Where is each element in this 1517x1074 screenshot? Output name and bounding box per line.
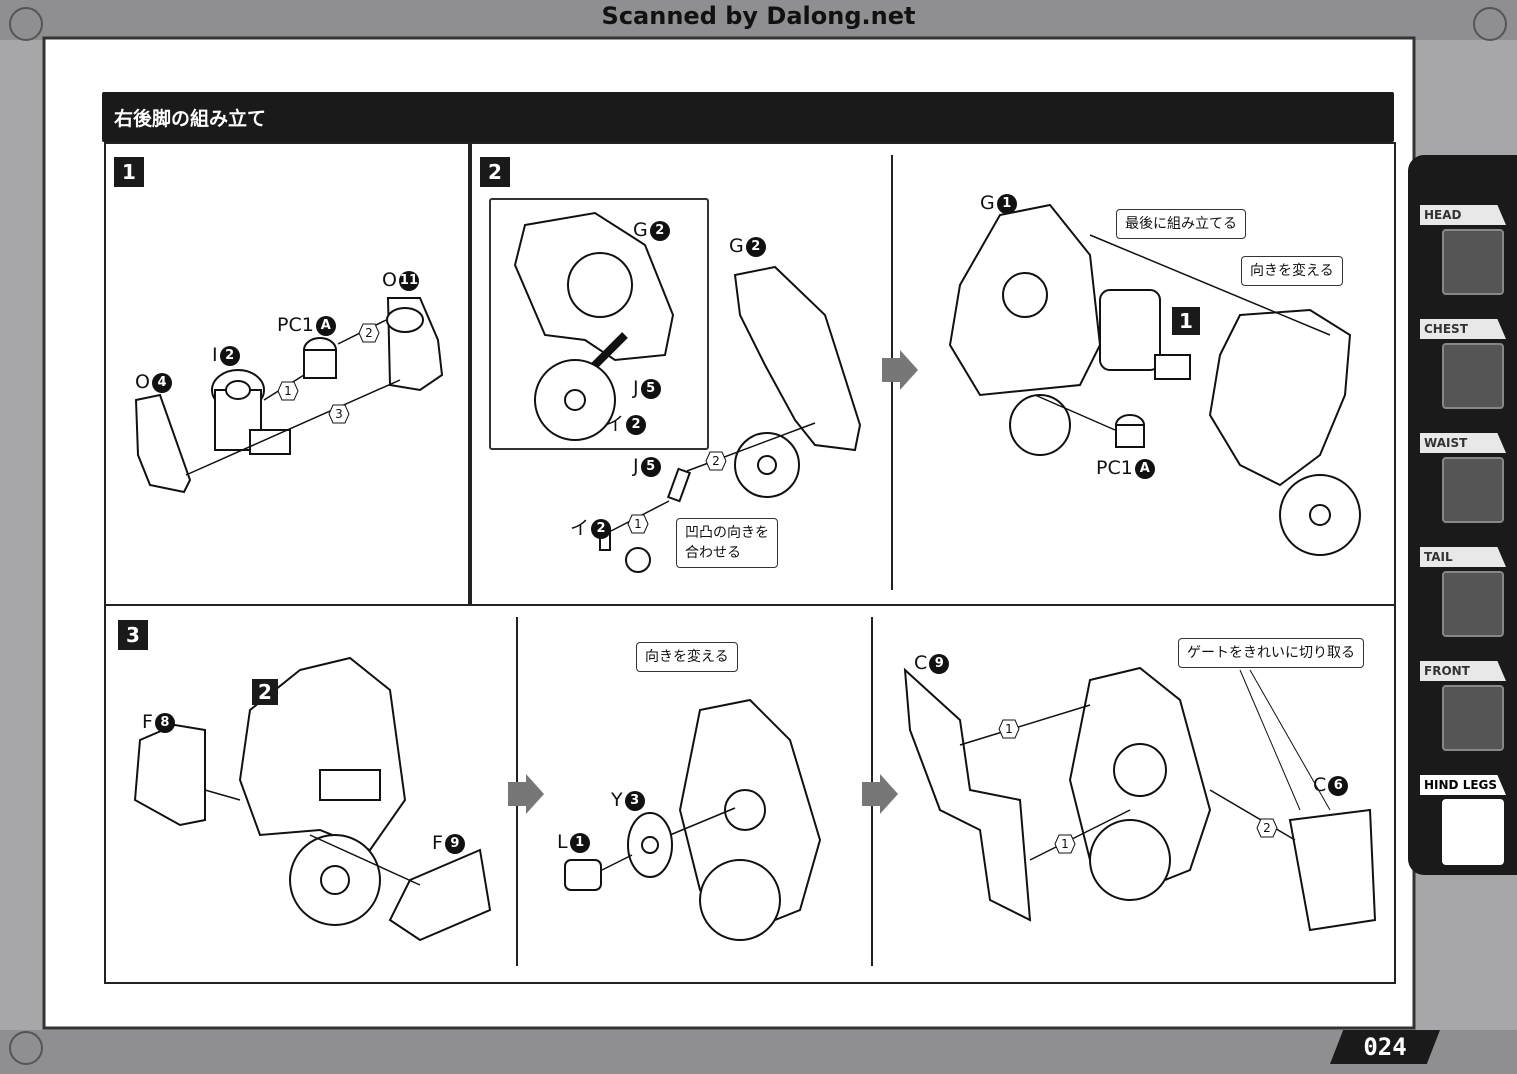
- callout-change-direction: 向きを変える: [1241, 256, 1343, 286]
- tab-hind-legs-label: HIND LEGS: [1420, 775, 1506, 795]
- callout-trim-gate: ゲートをきれいに切り取る: [1178, 638, 1364, 668]
- next-arrow: [508, 774, 544, 814]
- order-marker-3: 3: [328, 404, 350, 424]
- panel-step-3: [104, 604, 1396, 984]
- order-marker-1: 1: [627, 514, 649, 534]
- scan-credit-watermark: Scanned by Dalong.net: [601, 2, 916, 30]
- tab-head-label: HEAD: [1420, 205, 1506, 225]
- next-arrow: [882, 350, 918, 390]
- order-marker-1: 1: [1054, 834, 1076, 854]
- step3-part-c-illustration: [903, 666, 1377, 932]
- tab-hind-legs[interactable]: HIND LEGS: [1420, 775, 1508, 875]
- step3-part-a-illustration: [133, 656, 492, 942]
- head-thumbnail: [1442, 229, 1504, 295]
- section-tabs: HEAD CHEST WAIST TAIL FRONT LEGS HIND LE…: [1408, 155, 1517, 875]
- front-legs-thumbnail: [1442, 685, 1504, 751]
- hind-legs-thumbnail: [1442, 799, 1504, 865]
- step-number-3: 3: [118, 620, 148, 650]
- tab-chest-label: CHEST: [1420, 319, 1506, 339]
- order-marker-2: 2: [1256, 818, 1278, 838]
- tail-thumbnail: [1442, 571, 1504, 637]
- step-reference-2: 2: [252, 679, 278, 705]
- step3-part-b-illustration: [564, 698, 822, 941]
- order-marker-1: 1: [277, 381, 299, 401]
- tab-front-legs[interactable]: FRONT LEGS: [1420, 661, 1508, 761]
- tab-tail[interactable]: TAIL: [1420, 547, 1508, 647]
- section-header: 右後脚の組み立て: [102, 92, 1394, 142]
- tab-waist-label: WAIST: [1420, 433, 1506, 453]
- section-title: 右後脚の組み立て: [114, 108, 267, 130]
- order-marker-2: 2: [358, 323, 380, 343]
- tab-head[interactable]: HEAD: [1420, 205, 1508, 305]
- tab-waist[interactable]: WAIST: [1420, 433, 1508, 533]
- detail-inset-box: [489, 198, 709, 450]
- tab-chest[interactable]: CHEST: [1420, 319, 1508, 419]
- order-marker-1: 1: [998, 719, 1020, 739]
- step2-illustration: [513, 211, 862, 573]
- order-marker-2: 2: [705, 451, 727, 471]
- next-arrow: [862, 774, 898, 814]
- chest-thumbnail: [1442, 343, 1504, 409]
- step-number-2: 2: [480, 157, 510, 187]
- step-number-1: 1: [114, 157, 144, 187]
- part-o4: [134, 393, 192, 494]
- callout-align-notches: 凹凸の向きを 合わせる: [676, 518, 778, 568]
- step1-illustration: [134, 297, 444, 494]
- tab-tail-label: TAIL: [1420, 547, 1506, 567]
- callout-change-direction: 向きを変える: [636, 642, 738, 672]
- step-reference-1: 1: [1172, 307, 1200, 335]
- step2-assembly-illustration: [948, 203, 1361, 556]
- callout-assemble-last: 最後に組み立てる: [1116, 209, 1246, 239]
- page-number: 024: [1330, 1030, 1440, 1064]
- tab-front-legs-label: FRONT LEGS: [1420, 661, 1506, 681]
- waist-thumbnail: [1442, 457, 1504, 523]
